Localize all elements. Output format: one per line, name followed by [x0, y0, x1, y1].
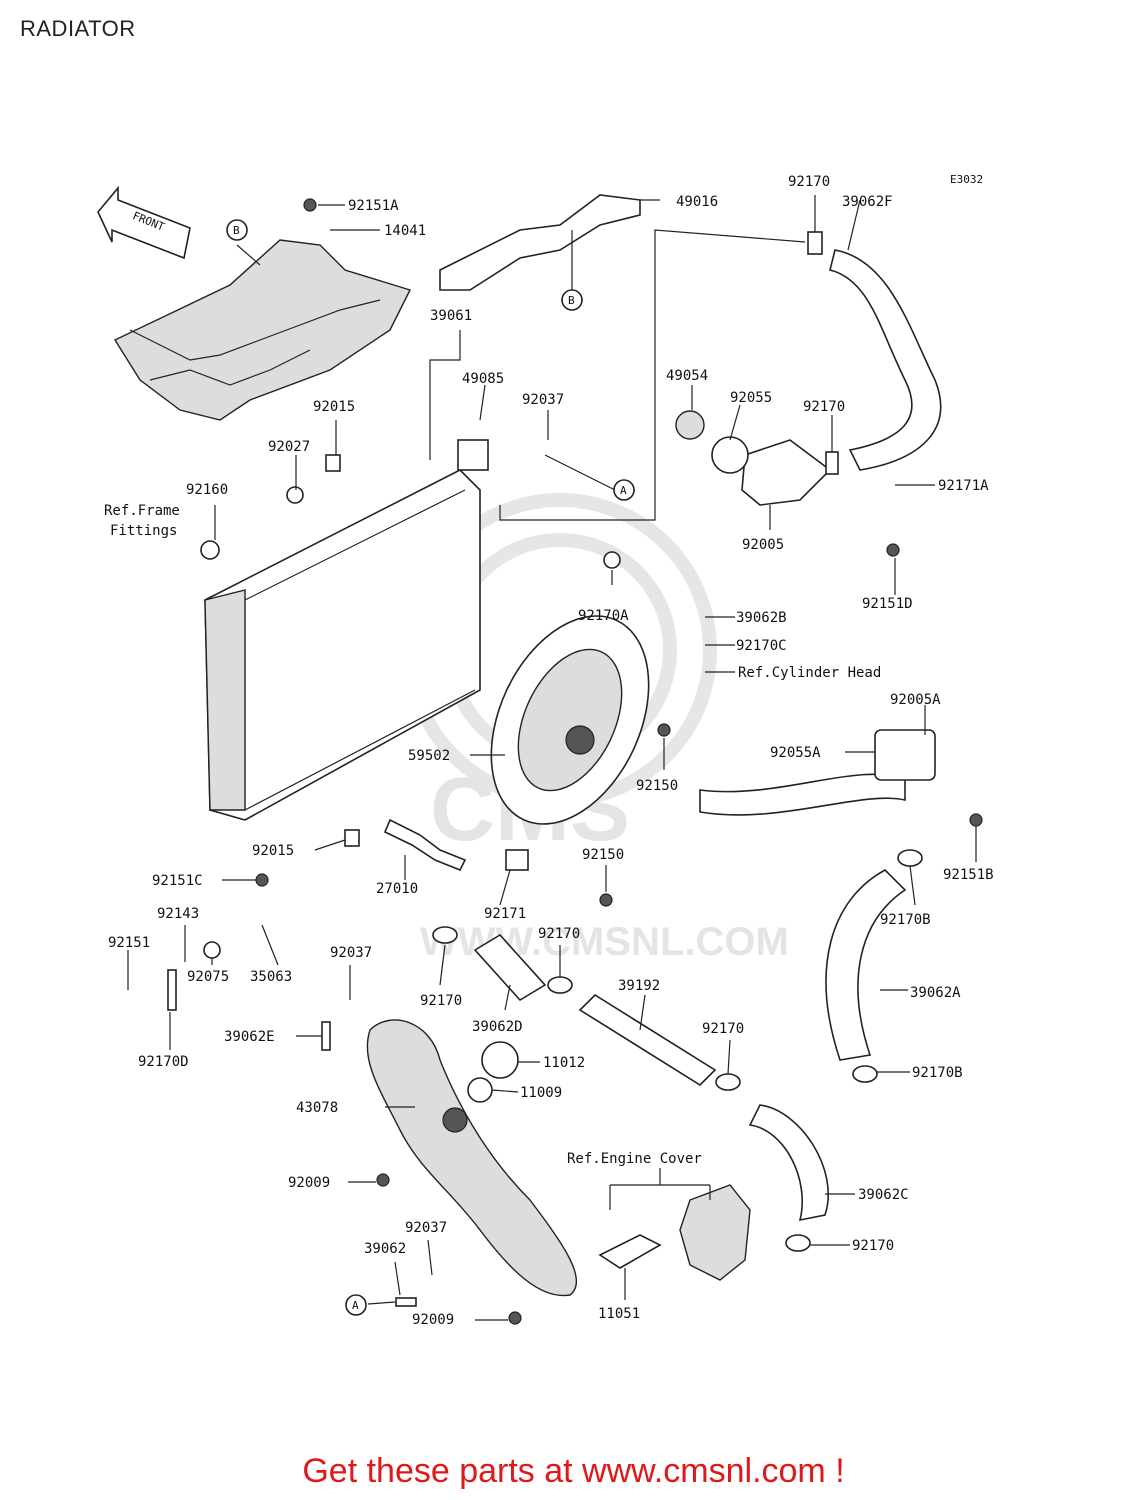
svg-text:A: A	[620, 484, 627, 497]
part-label: 92170C	[736, 638, 787, 654]
part-label: 92143	[157, 906, 199, 922]
page-title: RADIATOR	[20, 16, 136, 41]
part-label: 92150	[582, 847, 624, 863]
part-label: 39192	[618, 978, 660, 994]
part-label: 49016	[676, 194, 718, 210]
part-label: 92151A	[348, 198, 399, 214]
part-label: 92009	[412, 1312, 454, 1328]
footer-promo-link[interactable]: Get these parts at www.cmsnl.com !	[302, 1452, 845, 1490]
part-label: 92027	[268, 439, 310, 455]
part-label: 11051	[598, 1306, 640, 1322]
part-label: 27010	[376, 881, 418, 897]
hose-39062F-part	[829, 249, 942, 471]
part-label: 92037	[330, 945, 372, 961]
hose-upper-right-part	[699, 729, 936, 816]
thermostat-housing-part	[675, 410, 832, 506]
part-label: 92171A	[938, 478, 989, 494]
part-label: 92009	[288, 1175, 330, 1191]
callout-A-top: A	[613, 479, 635, 501]
part-label: 92151B	[943, 867, 994, 883]
part-label: 11009	[520, 1085, 562, 1101]
part-label: 92015	[252, 843, 294, 859]
part-label: 92037	[405, 1220, 447, 1236]
part-label: 92170B	[912, 1065, 963, 1081]
callout-A-bottom: A	[345, 1294, 367, 1316]
part-label: 92170	[803, 399, 845, 415]
callout-B-plate: B	[561, 289, 583, 311]
part-label: 39062B	[736, 610, 787, 626]
part-label: 49085	[462, 371, 504, 387]
part-label: 39062D	[472, 1019, 523, 1035]
part-label: 14041	[384, 223, 426, 239]
part-label: 39062C	[858, 1187, 909, 1203]
part-label: 92055A	[770, 745, 821, 761]
part-label: 92151C	[152, 873, 203, 889]
part-label: 39062A	[910, 985, 961, 1001]
part-label: 92170	[852, 1238, 894, 1254]
part-label: 92151D	[862, 596, 913, 612]
part-label: 92160	[186, 482, 228, 498]
part-label: 92170B	[880, 912, 931, 928]
part-label: 92171	[484, 906, 526, 922]
fasteners-group	[167, 198, 983, 1325]
callout-B-left: B	[226, 219, 248, 241]
part-label: 92170	[702, 1021, 744, 1037]
hose-39062D-part	[473, 933, 547, 1002]
part-label: 92170D	[138, 1054, 189, 1070]
reservoir-tank-part	[366, 1019, 578, 1297]
part-label: 92055	[730, 390, 772, 406]
shroud-cover-part	[113, 239, 411, 421]
hose-39062A-part	[825, 869, 907, 1061]
diagram-code: E3032	[950, 173, 983, 186]
part-label: 43078	[296, 1100, 338, 1116]
svg-text:B: B	[568, 294, 575, 307]
part-label: 39061	[430, 308, 472, 324]
front-arrow-icon: FRONT	[97, 185, 191, 260]
leader-lines	[127, 195, 977, 1321]
part-label: 35063	[250, 969, 292, 985]
part-label: 92170	[538, 926, 580, 942]
part-label: 59502	[408, 748, 450, 764]
part-label: 92170A	[578, 608, 629, 624]
part-label: 49054	[666, 368, 708, 384]
radiator-core-part	[204, 439, 489, 821]
part-label: 11012	[543, 1055, 585, 1071]
part-number-labels: 92151A 14041 49016 92170 39062F 39061 49…	[108, 174, 994, 1328]
ref-cylinder-head: Ref.Cylinder Head	[738, 665, 881, 681]
hose-39062C-part	[748, 1104, 830, 1222]
svg-text:B: B	[233, 224, 240, 237]
part-label: 92151	[108, 935, 150, 951]
part-label: 92005	[742, 537, 784, 553]
ref-frame-fittings-line1: Ref.Frame	[104, 503, 180, 519]
part-label: 92170	[788, 174, 830, 190]
part-label: 92075	[187, 969, 229, 985]
plate-49016-part	[439, 194, 641, 291]
cap-gasket-part	[467, 1077, 493, 1103]
part-label: 39062F	[842, 194, 893, 210]
part-label: 92170	[420, 993, 462, 1009]
engine-cover-part	[598, 1184, 751, 1281]
ref-frame-fittings-line2: Fittings	[110, 523, 177, 539]
pipe-39192-part	[578, 993, 717, 1087]
part-label: 92150	[636, 778, 678, 794]
reservoir-cap-part	[481, 1041, 519, 1079]
ref-engine-cover: Ref.Engine Cover	[567, 1151, 702, 1167]
part-label: 92037	[522, 392, 564, 408]
watermark-url-text: WWW.CMSNL.COM	[420, 920, 789, 964]
part-label: 39062E	[224, 1029, 275, 1045]
part-label: 92015	[313, 399, 355, 415]
svg-text:A: A	[352, 1299, 359, 1312]
part-label: 92005A	[890, 692, 941, 708]
part-label: 39062	[364, 1241, 406, 1257]
cooling-fan-part	[490, 615, 650, 825]
